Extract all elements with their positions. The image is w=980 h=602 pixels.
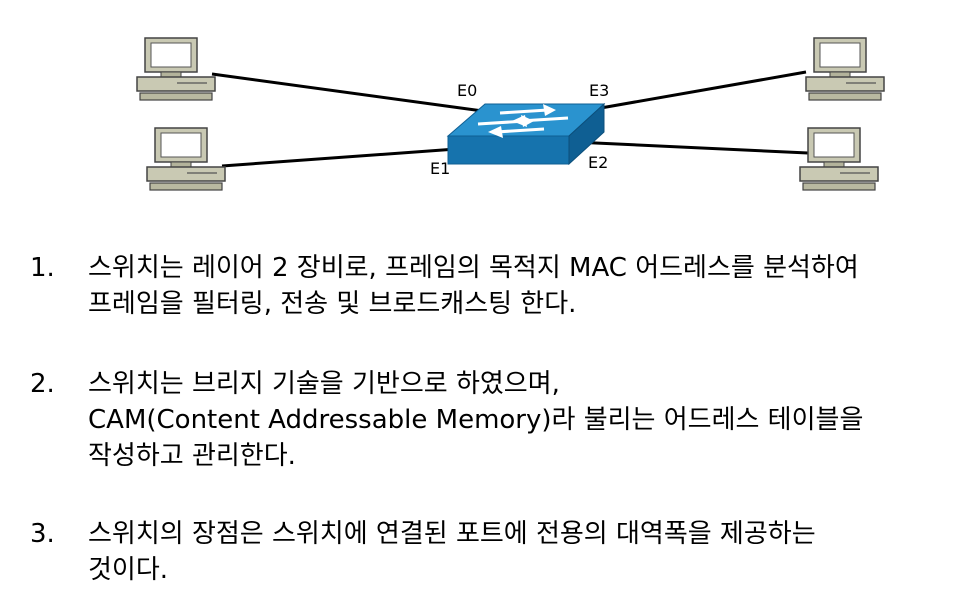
computer-bottom-left-icon bbox=[146, 127, 226, 191]
item-number: 3. bbox=[30, 519, 55, 549]
computer-top-right-icon bbox=[805, 37, 885, 101]
port-label-e0: E0 bbox=[457, 81, 477, 100]
network-diagram: E0 E3 E1 E2 bbox=[136, 37, 885, 191]
item-text-line: 프레임을 필터링, 전송 및 브로드캐스팅 한다. bbox=[88, 289, 577, 319]
computer-top-left-icon bbox=[136, 37, 216, 101]
item-text-line: 스위치는 레이어 2 장비로, 프레임의 목적지 MAC 어드레스를 분석하여 bbox=[88, 253, 859, 283]
item-text-line: 스위치는 브리지 기술을 기반으로 하였으며, bbox=[88, 369, 560, 399]
computer-bottom-right-icon bbox=[799, 127, 879, 191]
cable-e2 bbox=[573, 140, 809, 155]
list-item: 2. 스위치는 브리지 기술을 기반으로 하였으며, CAM(Content A… bbox=[30, 366, 863, 474]
port-label-e2: E2 bbox=[588, 153, 608, 172]
item-text-line: CAM(Content Addressable Memory)라 불리는 어드레… bbox=[88, 405, 864, 435]
item-text-line: 작성하고 관리한다. bbox=[88, 441, 296, 471]
item-number: 1. bbox=[30, 253, 55, 283]
port-label-e1: E1 bbox=[430, 159, 450, 178]
switch-icon bbox=[446, 102, 606, 166]
cable-e1 bbox=[221, 146, 471, 168]
list-item: 1. 스위치는 레이어 2 장비로, 프레임의 목적지 MAC 어드레스를 분석… bbox=[30, 250, 859, 322]
list-item: 3. 스위치의 장점은 스위치에 연결된 포트에 전용의 대역폭을 제공하는 것… bbox=[30, 516, 816, 588]
port-label-e3: E3 bbox=[589, 81, 609, 100]
cable-e0 bbox=[211, 72, 491, 114]
item-text-line: 스위치의 장점은 스위치에 연결된 포트에 전용의 대역폭을 제공하는 bbox=[88, 519, 816, 549]
cable-e3 bbox=[577, 70, 807, 114]
item-text-line: 것이다. bbox=[88, 555, 169, 585]
item-number: 2. bbox=[30, 369, 55, 399]
